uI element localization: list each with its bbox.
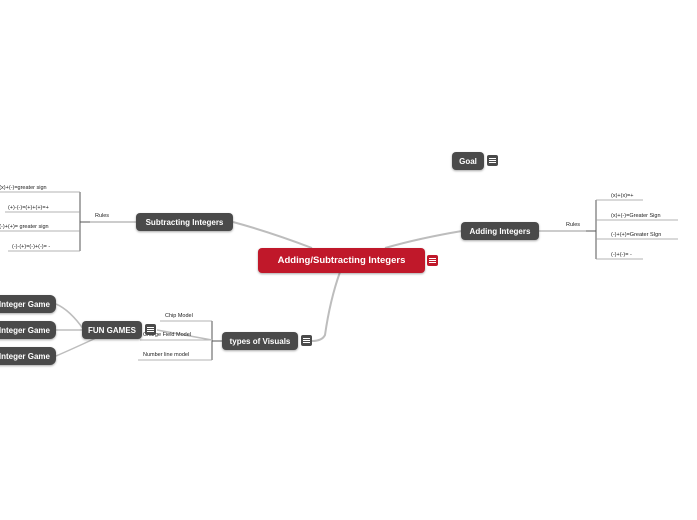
adding-rule-4[interactable]: (-)+(-)= - xyxy=(611,252,632,258)
subtracting-rule-3[interactable]: =(-)+(+)= greater sign xyxy=(0,224,49,230)
goal-topic[interactable]: Goal xyxy=(452,152,484,170)
central-topic[interactable]: Adding/Subtracting Integers xyxy=(258,248,425,273)
integer-game-2[interactable]: Integer Game xyxy=(0,321,56,339)
visual-charge-field-model[interactable]: Charge Field Model xyxy=(143,332,191,338)
subtracting-integers-topic[interactable]: Subtracting Integers xyxy=(136,213,233,231)
connector-central-visuals xyxy=(311,271,341,342)
adding-rules-label: Rules xyxy=(566,222,581,228)
connector-fungames-1 xyxy=(55,303,85,331)
connector-visuals-bracket xyxy=(211,321,222,360)
adding-integers-topic[interactable]: Adding Integers xyxy=(461,222,539,240)
subtracting-rule-2[interactable]: (+)-(-)=(+)+(+)=+ xyxy=(8,205,49,211)
visual-chip-model[interactable]: Chip Model xyxy=(165,313,193,319)
connector-subtracting-rules-bracket xyxy=(79,192,90,251)
subtracting-rule-4[interactable]: (-)-(+)=(-)+(-)= - xyxy=(12,244,51,250)
note-icon[interactable] xyxy=(301,335,312,346)
integer-game-1[interactable]: Integer Game xyxy=(0,295,56,313)
types-of-visuals-topic[interactable]: types of Visuals xyxy=(222,332,298,350)
connector-adding-rules-bracket xyxy=(586,200,597,259)
adding-rule-2[interactable]: (x)+(-)=Greater Sign xyxy=(611,213,661,219)
connector-central-subtracting xyxy=(232,221,313,249)
adding-rule-3[interactable]: (-)+(+)=Greater SIgn xyxy=(611,232,662,238)
subtracting-rules-label: Rules xyxy=(95,213,110,219)
connector-visuals-fungames xyxy=(156,329,213,341)
subtracting-rule-1[interactable]: =(x)+(-)=greater sign xyxy=(0,185,47,191)
note-icon[interactable] xyxy=(427,255,438,266)
connector-central-adding xyxy=(384,230,463,249)
visual-number-line-model[interactable]: Number line model xyxy=(143,352,190,358)
fun-games-topic[interactable]: FUN GAMES xyxy=(82,321,142,339)
note-icon[interactable] xyxy=(145,324,156,335)
note-icon[interactable] xyxy=(487,155,498,166)
connector-fungames-3 xyxy=(55,337,97,357)
integer-game-3[interactable]: Integer Game xyxy=(0,347,56,365)
adding-rule-1[interactable]: (x)+(x)=+ xyxy=(611,193,634,199)
